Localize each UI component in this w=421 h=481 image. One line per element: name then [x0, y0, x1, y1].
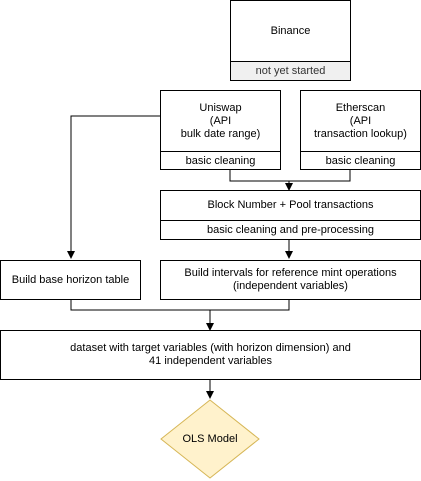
horizon-table-title: Build base horizon table — [11, 273, 130, 286]
uniswap-node: Uniswap (API bulk date range) basic clea… — [160, 90, 281, 170]
etherscan-title: Etherscan (API transaction lookup) — [314, 101, 407, 140]
ols-diamond — [160, 399, 260, 479]
binance-node: Binance not yet started — [230, 0, 351, 81]
horizon-table-node: Build base horizon table — [0, 260, 141, 300]
etherscan-node: Etherscan (API transaction lookup) basic… — [300, 90, 421, 170]
uniswap-title: Uniswap (API bulk date range) — [180, 101, 261, 140]
arrow-etherscan-to-block — [289, 170, 351, 182]
uniswap-cleaning: basic cleaning — [161, 151, 280, 169]
block-pool-title: Block Number + Pool transactions — [207, 199, 374, 211]
intervals-title: Build intervals for reference mint opera… — [184, 267, 397, 292]
arrow-sources-to-block — [229, 170, 293, 191]
block-pool-preprocessing: basic cleaning and pre-processing — [161, 220, 420, 239]
intervals-node: Build intervals for reference mint opera… — [160, 260, 421, 300]
arrow-intervals-to-dataset — [210, 300, 290, 311]
dataset-node: dataset with target variables (with hori… — [0, 330, 421, 380]
etherscan-cleaning: basic cleaning — [301, 151, 420, 169]
ols-label: OLS Model — [182, 433, 238, 445]
binance-title: Binance — [270, 24, 311, 37]
arrow-uniswap-to-horizon — [67, 115, 160, 259]
block-pool-node: Block Number + Pool transactions basic c… — [160, 190, 421, 240]
arrow-horizon-to-dataset — [70, 298, 214, 331]
binance-status: not yet started — [231, 61, 350, 80]
dataset-title: dataset with target variables (with hori… — [70, 342, 351, 367]
